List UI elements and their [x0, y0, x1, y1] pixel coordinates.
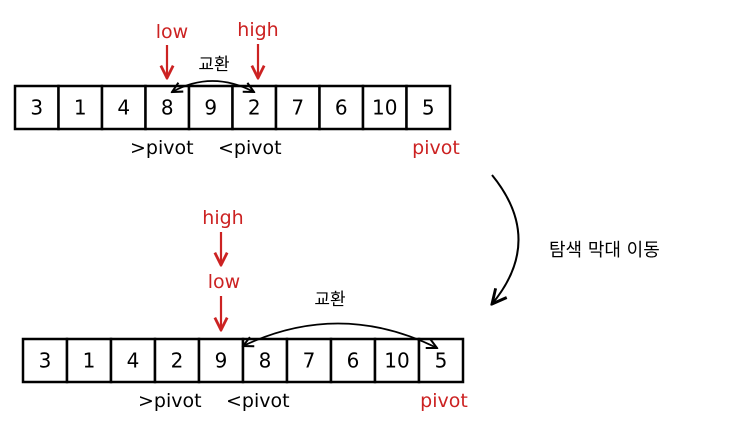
bottom-cell-value: 3: [39, 349, 52, 373]
bottom-cell-value: 9: [215, 349, 228, 373]
bottom-low-label: low: [208, 271, 240, 293]
bottom-cell-value: 10: [384, 349, 409, 373]
top-cell-value: 7: [291, 96, 304, 120]
top-cell: [361, 84, 408, 131]
bottom-cell-value: 2: [171, 349, 184, 373]
top-cell: [57, 84, 104, 131]
bottom-cell: [21, 337, 69, 384]
bottom-cell-value: 6: [347, 349, 360, 373]
top-cell-value: 8: [161, 96, 174, 120]
top-cell-value: 9: [204, 96, 217, 120]
transition-arrow: [492, 174, 520, 304]
top-swap-label: 교환: [198, 55, 229, 75]
bottom-cell-value: 1: [83, 349, 96, 373]
bottom-cell-value: 5: [435, 349, 448, 373]
bottom-pivot-label: pivot: [420, 390, 468, 412]
bottom-cell: [197, 337, 245, 384]
top-cell-value: 10: [372, 96, 397, 120]
bottom-high-label: high: [202, 207, 243, 229]
top-pivot-label: pivot: [412, 137, 460, 159]
top-cell: [100, 84, 147, 131]
bottom-cell: [65, 337, 113, 384]
bottom-lt-pivot-label: <pivot: [226, 390, 290, 412]
transition-label: 탐색 막대 이동: [549, 240, 660, 261]
top-cell-value: 6: [335, 96, 348, 120]
top-cell: [405, 84, 452, 131]
top-cell-value: 5: [422, 96, 435, 120]
top-cell-value: 3: [30, 96, 43, 120]
top-gt-pivot-label: >pivot: [130, 137, 194, 159]
bottom-cell: [109, 337, 157, 384]
bottom-gt-pivot-label: >pivot: [138, 390, 202, 412]
bottom-cell-value: 4: [127, 349, 140, 373]
top-high-label: high: [237, 19, 278, 41]
top-cell: [318, 84, 365, 131]
bottom-cell-value: 7: [303, 349, 316, 373]
bottom-cell-value: 8: [259, 349, 272, 373]
bottom-swap-arrow: [243, 322, 437, 348]
top-low-label: low: [156, 21, 188, 43]
top-lt-pivot-label: <pivot: [218, 137, 282, 159]
top-cell: [13, 84, 60, 131]
top-cell-value: 2: [248, 96, 261, 120]
top-cell: [274, 84, 321, 131]
top-swap-arrow: [172, 80, 254, 92]
top-cell-value: 4: [117, 96, 130, 120]
top-array: 3 1 4 8 9 2 7 6 10 5: [13, 84, 452, 131]
bottom-swap-label: 교환: [314, 290, 345, 310]
top-cell-value: 1: [74, 96, 87, 120]
bottom-cell: [153, 337, 201, 384]
